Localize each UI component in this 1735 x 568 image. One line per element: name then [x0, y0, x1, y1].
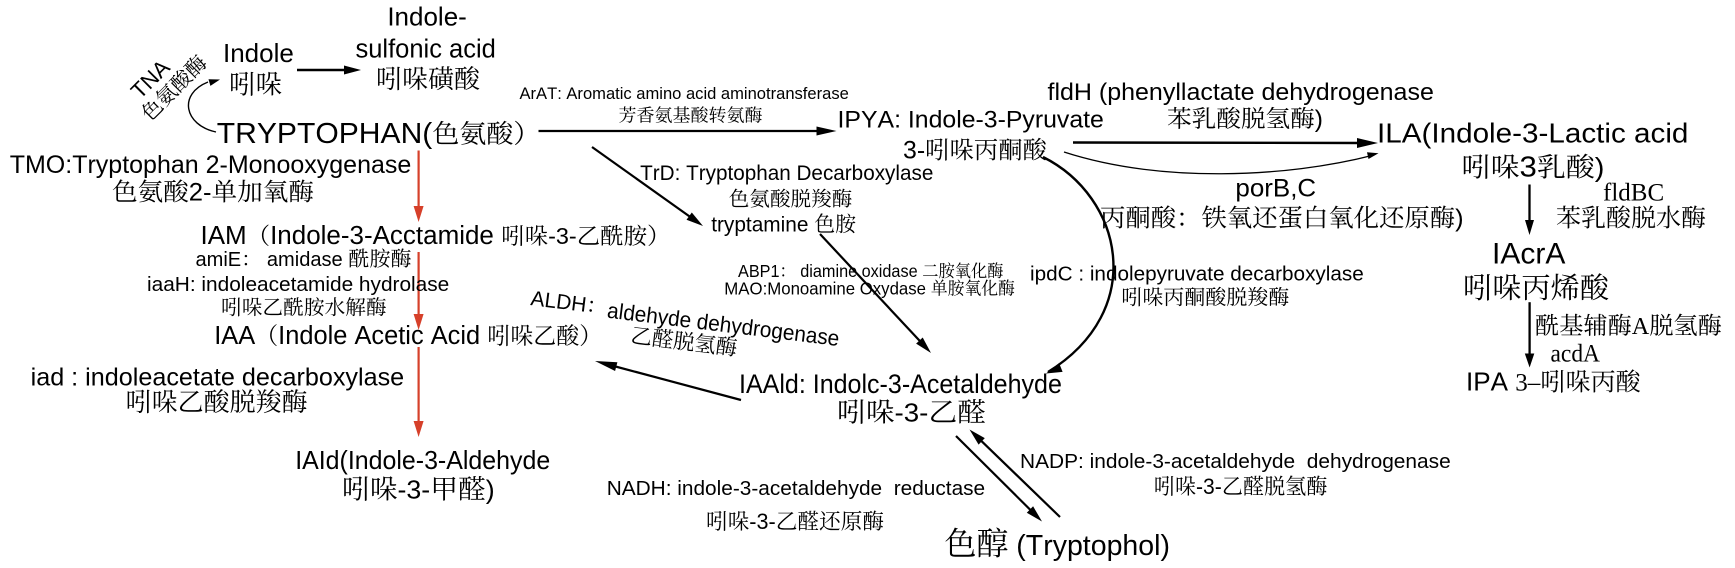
svg-text:fldH (phenyllactate dehydrogen: fldH (phenyllactate dehydrogenase: [1048, 79, 1434, 105]
svg-text:iad : indoleacetate decarboxyl: iad : indoleacetate decarboxylase: [31, 364, 405, 392]
svg-text:-3-: -3-: [1196, 474, 1222, 500]
svg-text:ArAT: Aromatic amino acid amin: ArAT: Aromatic amino acid aminotransfera…: [520, 84, 849, 103]
svg-text:-3-: -3-: [548, 223, 577, 249]
svg-text:): ): [486, 475, 495, 505]
svg-text:-3-: -3-: [749, 509, 775, 534]
svg-text:diamine oxidase: diamine oxidase: [796, 261, 922, 281]
svg-text:NADH: indole-3-acetaldehyde r: NADH: indole-3-acetaldehyde reductase: [607, 477, 985, 500]
svg-text:IAAld: Indolc-3-Acetaldehyde: IAAld: Indolc-3-Acetaldehyde: [739, 368, 1062, 399]
svg-text:A: A: [1632, 313, 1650, 340]
svg-text:porB,C: porB,C: [1235, 175, 1316, 202]
svg-text:Indole-: Indole-: [387, 2, 467, 32]
svg-text:): ): [1455, 205, 1463, 233]
svg-text:2-: 2-: [189, 179, 212, 207]
svg-text:3: 3: [1520, 151, 1537, 183]
svg-text:3-: 3-: [903, 136, 925, 164]
svg-text:fldBC: fldBC: [1603, 180, 1664, 207]
svg-text:TMO:Tryptophan 2-Monooxygenase: TMO:Tryptophan 2-Monooxygenase: [10, 151, 412, 179]
svg-text:-3-: -3-: [895, 398, 929, 427]
svg-text:amiE: amiE: [196, 249, 242, 271]
svg-text:IAId(Indole-3-Aldehyde: IAId(Indole-3-Aldehyde: [295, 446, 550, 475]
svg-text:ILA(Indole-3-Lactic acid: ILA(Indole-3-Lactic acid: [1377, 118, 1688, 149]
svg-text:IAA: IAA: [214, 322, 256, 350]
svg-text:ABP1: ABP1: [738, 261, 780, 281]
svg-text:3–: 3–: [1515, 370, 1541, 397]
svg-text:ipdC : indolepyruvate decarbox: ipdC : indolepyruvate decarboxylase: [1030, 263, 1364, 286]
svg-text:Indole Acetic Acid: Indole Acetic Acid: [278, 322, 487, 350]
svg-text:MAO:Monoamine Oxydase: MAO:Monoamine Oxydase: [724, 278, 930, 299]
svg-text:-3-: -3-: [398, 475, 431, 505]
svg-text:NADP: indole-3-acetaldehyde d: NADP: indole-3-acetaldehyde dehydrogenas…: [1020, 450, 1451, 473]
svg-text:Indole-3-Acctamide: Indole-3-Acctamide: [270, 222, 501, 250]
svg-text:(Tryptophol): (Tryptophol): [1008, 530, 1170, 562]
svg-text:): ): [1595, 152, 1605, 182]
svg-text:IAcrA: IAcrA: [1492, 238, 1565, 271]
svg-text:acdA: acdA: [1551, 340, 1601, 368]
svg-text:TrD: Tryptophan Decarboxylase: TrD: Tryptophan Decarboxylase: [640, 162, 933, 185]
svg-text:tryptamine: tryptamine: [711, 213, 814, 236]
svg-text:): ): [1315, 106, 1323, 133]
svg-text:sulfonic acid: sulfonic acid: [356, 36, 496, 64]
svg-text:IPYA: Indole-3-Pyruvate: IPYA: Indole-3-Pyruvate: [838, 107, 1104, 134]
svg-text:TRYPTOPHAN(: TRYPTOPHAN(: [217, 117, 433, 149]
svg-text:iaaH: indoleacetamide hydrolas: iaaH: indoleacetamide hydrolase: [147, 273, 449, 296]
svg-text:IPA: IPA: [1466, 367, 1515, 397]
svg-text:Indole: Indole: [223, 38, 294, 68]
svg-text:amidase: amidase: [261, 249, 348, 271]
svg-text:IAM: IAM: [201, 222, 247, 250]
